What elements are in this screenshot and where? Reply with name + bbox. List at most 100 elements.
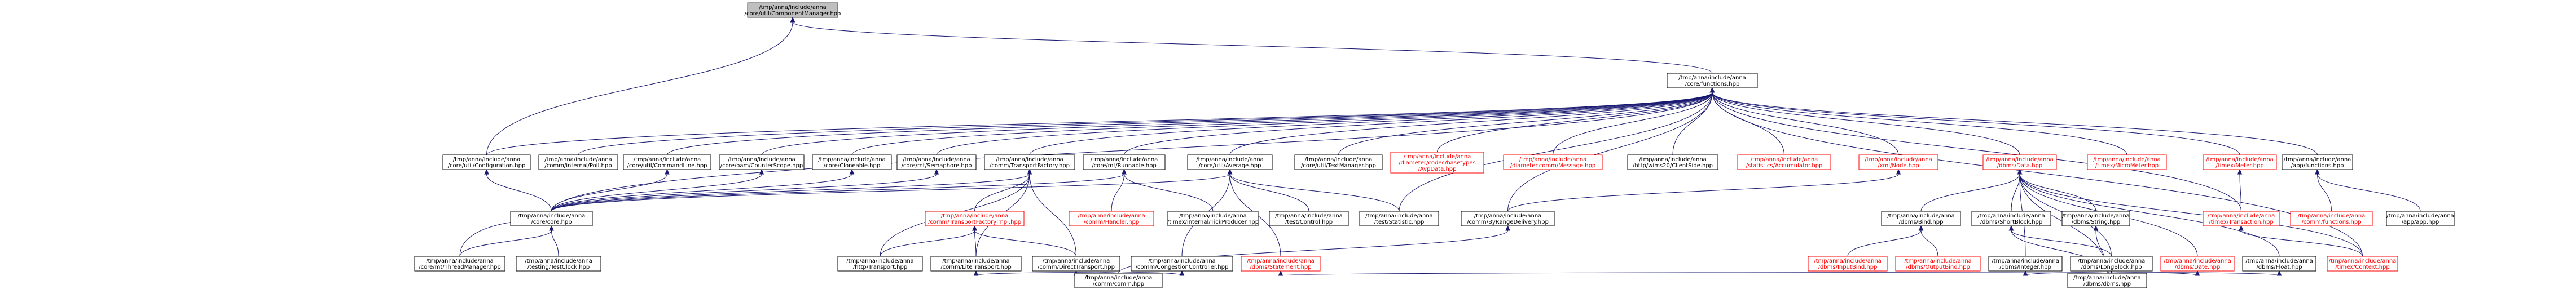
header-node-micro[interactable]: /tmp/anna/include/anna/timex/MicroMeter.…	[2087, 154, 2167, 170]
node-box	[2386, 211, 2455, 226]
edge-layer	[459, 16, 2421, 276]
node-label: /comm/comm.hpp	[1093, 281, 1144, 287]
header-node-core[interactable]: /tmp/anna/include/anna/core/core.hpp	[510, 211, 593, 226]
node-box	[1131, 256, 1233, 272]
node-label: /comm/TransportFactory.hpp	[990, 163, 1070, 169]
edge-arrowhead	[1278, 270, 1283, 276]
node-label: /core/mt/ThreadManager.hpp	[419, 264, 501, 270]
header-node-data[interactable]: /tmp/anna/include/anna/dbms/Data.hpp	[1982, 154, 2057, 170]
node-label: /dbms/ShortBlock.hpp	[1980, 219, 2042, 225]
header-node-thrm[interactable]: /tmp/anna/include/anna/core/mt/ThreadMan…	[414, 256, 505, 272]
header-node-cctl[interactable]: /tmp/anna/include/anna/comm/CongestionCo…	[1131, 256, 1233, 272]
node-label: /http/wims20/ClientSide.hpp	[1633, 163, 1713, 169]
header-node-avps[interactable]: /tmp/anna/include/anna/diameter/codec/ba…	[1390, 152, 1484, 174]
node-label: /tmp/anna/include/anna	[2062, 213, 2130, 219]
node-label: /core/util/CommandLine.hpp	[627, 163, 707, 169]
node-label: /dbms/OutputBind.hpp	[1906, 264, 1970, 270]
header-node-dmsg[interactable]: /tmp/anna/include/anna/diameter.comm/Mes…	[1503, 154, 1603, 170]
header-node-int[interactable]: /tmp/anna/include/anna/dbms/Integer.hpp	[1988, 256, 2063, 272]
include-edge	[1507, 168, 1901, 212]
header-node-bydl[interactable]: /tmp/anna/include/anna/comm/ByRangeDeliv…	[1461, 211, 1555, 226]
node-label: /timex/MicroMeter.hpp	[2095, 163, 2159, 169]
edge-arrowhead	[1027, 168, 1032, 175]
header-node-bind[interactable]: /tmp/anna/include/anna/dbms/Bind.hpp	[1881, 211, 1961, 226]
header-node-appfn[interactable]: /tmp/anna/include/anna/app/functions.hpp	[2282, 154, 2353, 170]
node-box	[1988, 256, 2063, 272]
node-label: /tmp/anna/include/anna	[941, 213, 1009, 219]
header-node-dbms[interactable]: /tmp/anna/include/anna/dbms/dbms.hpp	[2067, 273, 2147, 288]
node-label: /app/functions.hpp	[2291, 163, 2344, 169]
node-box	[1167, 211, 1259, 226]
header-node-date[interactable]: /tmp/anna/include/anna/dbms/Date.hpp	[2160, 256, 2235, 272]
header-node-tick[interactable]: /tmp/anna/include/anna/timex/internal/Ti…	[1167, 211, 1259, 226]
node-box	[719, 154, 805, 170]
node-label: /tmp/anna/include/anna	[1887, 213, 1955, 219]
edge-arrowhead	[1896, 168, 1901, 175]
header-node-ibind[interactable]: /tmp/anna/include/anna/dbms/InputBind.hp…	[1808, 256, 1888, 272]
node-box	[1503, 154, 1603, 170]
include-edge	[551, 168, 939, 212]
node-box	[1032, 256, 1120, 272]
header-node-tfac[interactable]: /tmp/anna/include/anna/comm/TransportFac…	[984, 154, 1075, 170]
header-node-sem[interactable]: /tmp/anna/include/anna/core/mt/Semaphore…	[896, 154, 977, 170]
node-label: /tmp/anna/include/anna	[2386, 213, 2454, 219]
header-node-hnd[interactable]: /tmp/anna/include/anna/comm/Handler.hpp	[1069, 211, 1154, 226]
header-node-acc[interactable]: /tmp/anna/include/anna/statistics/Accumu…	[1737, 154, 1831, 170]
header-node-apph[interactable]: /tmp/anna/include/anna/app/app.hpp	[2386, 211, 2455, 226]
header-node-cmdl[interactable]: /tmp/anna/include/anna/core/util/Command…	[623, 154, 711, 170]
include-edge	[551, 168, 764, 212]
header-node-dtr[interactable]: /tmp/anna/include/anna/comm/DirectTransp…	[1032, 256, 1120, 272]
header-node-xml[interactable]: /tmp/anna/include/anna/xml/Node.hpp	[1858, 154, 1938, 170]
header-node-ipoll[interactable]: /tmp/anna/include/anna/comm/internal/Pol…	[538, 154, 618, 170]
node-label: /tmp/anna/include/anna	[1474, 213, 1542, 219]
edge-arrowhead	[790, 16, 795, 23]
node-box	[1737, 154, 1831, 170]
include-edge	[1437, 87, 1715, 153]
node-label: /tmp/anna/include/anna	[1085, 275, 1153, 281]
include-edge	[551, 87, 1715, 212]
node-label: /core/mt/Semaphore.hpp	[902, 163, 972, 169]
node-box	[1074, 273, 1163, 288]
node-box	[510, 211, 593, 226]
header-node-tfim[interactable]: /tmp/anna/include/anna/comm/TransportFac…	[925, 211, 1025, 226]
edge-arrowhead	[2093, 225, 2099, 231]
node-label: /tmp/anna/include/anna	[1247, 258, 1315, 264]
header-node-stat[interactable]: /tmp/anna/include/anna/test/Statistic.hp…	[1359, 211, 1439, 226]
node-box	[2087, 154, 2167, 170]
header-node-comm[interactable]: /tmp/anna/include/anna/comm/comm.hpp	[1074, 273, 1163, 288]
node-label: /tmp/anna/include/anna	[2073, 275, 2141, 281]
header-node-flt[interactable]: /tmp/anna/include/anna/dbms/Float.hpp	[2242, 256, 2316, 272]
header-node-htr[interactable]: /tmp/anna/include/anna/http/Transport.hp…	[837, 256, 923, 272]
header-node-run[interactable]: /tmp/anna/include/anna/core/mt/Runnable.…	[1083, 154, 1166, 170]
node-label: /test/Statistic.hpp	[1374, 219, 1425, 225]
header-node-cfg[interactable]: /tmp/anna/include/anna/core/util/Configu…	[442, 154, 531, 170]
header-node-stmt[interactable]: /tmp/anna/include/anna/dbms/Statement.hp…	[1241, 256, 1321, 272]
header-node-meter[interactable]: /tmp/anna/include/anna/timex/Meter.hpp	[2203, 154, 2277, 170]
header-node-obind[interactable]: /tmp/anna/include/anna/dbms/OutputBind.h…	[1895, 256, 1981, 272]
node-label: /comm/ByRangeDelivery.hpp	[1467, 219, 1549, 225]
node-label: /tmp/anna/include/anna	[1078, 213, 1145, 219]
include-edge	[1027, 168, 1076, 257]
include-edge	[1227, 168, 1400, 212]
header-node-lblk[interactable]: /tmp/anna/include/anna/dbms/LongBlock.hp…	[2070, 256, 2153, 272]
node-label: /dbms/Float.hpp	[2256, 264, 2302, 270]
header-node-tctx[interactable]: /tmp/anna/include/anna/timex/Context.hpp	[2327, 256, 2398, 272]
node-label: /AvpData.hpp	[1418, 166, 1457, 172]
header-node-trx[interactable]: /tmp/anna/include/anna/timex/Transaction…	[2203, 211, 2280, 226]
header-node-fnr[interactable]: /tmp/anna/include/anna/comm/functions.hp…	[2290, 211, 2373, 226]
header-node-avg[interactable]: /tmp/anna/include/anna/core/util/Average…	[1187, 154, 1273, 170]
header-node-str[interactable]: /tmp/anna/include/anna/dbms/String.hpp	[2061, 211, 2130, 226]
header-node-tmgr[interactable]: /tmp/anna/include/anna/core/util/TextMan…	[1294, 154, 1383, 170]
node-label: /tmp/anna/include/anna	[518, 213, 586, 219]
header-node-http[interactable]: /tmp/anna/include/anna/http/wims20/Clien…	[1627, 154, 1718, 170]
header-node-ltr[interactable]: /tmp/anna/include/anna/comm/LiteTranspor…	[930, 256, 1022, 272]
include-edge	[1709, 87, 1899, 155]
header-node-clon[interactable]: /tmp/anna/include/anna/core/Cloneable.hp…	[812, 154, 892, 170]
node-label: /comm/functions.hpp	[2301, 219, 2361, 225]
header-node-ctl[interactable]: /tmp/anna/include/anna/test/Control.hpp	[1269, 211, 1349, 226]
header-node-sblk[interactable]: /tmp/anna/include/anna/dbms/ShortBlock.h…	[1971, 211, 2051, 226]
header-node-fn[interactable]: /tmp/anna/include/anna/core/functions.hp…	[1667, 73, 1758, 88]
header-node-tclk[interactable]: /tmp/anna/include/anna/testing/TestClock…	[516, 256, 601, 272]
header-node-ctrs[interactable]: /tmp/anna/include/anna/core/oam/CounterS…	[719, 154, 805, 170]
